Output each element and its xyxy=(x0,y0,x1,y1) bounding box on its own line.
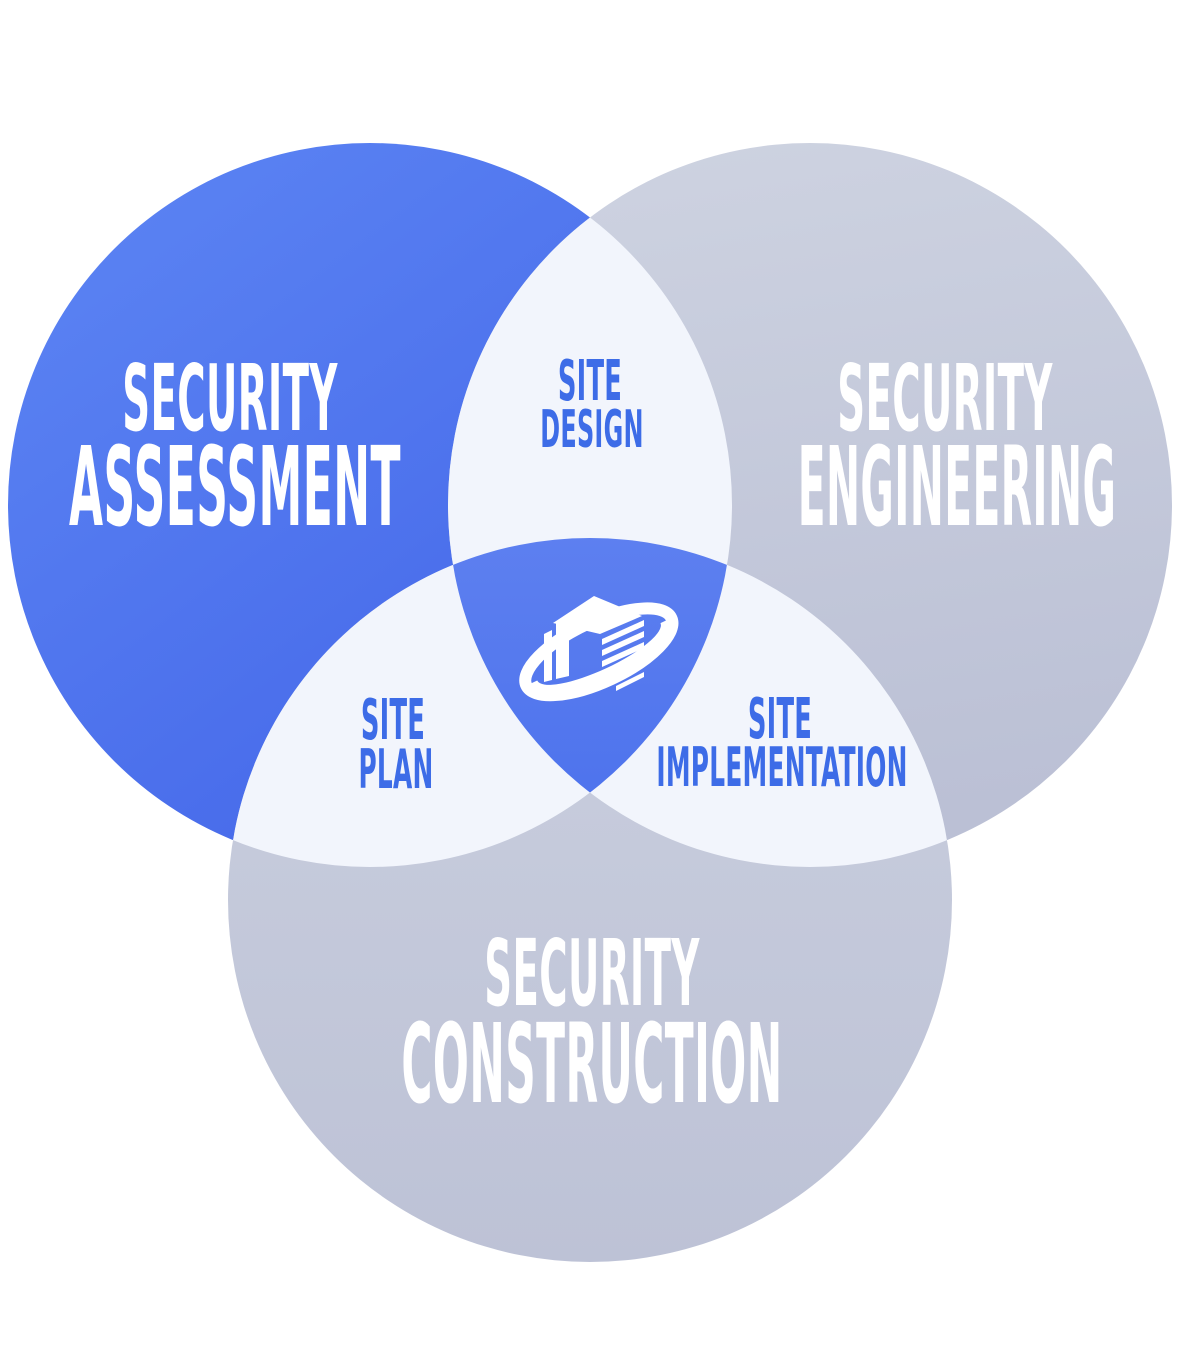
label-site-plan-line1: SITE xyxy=(360,688,426,753)
building-stripe xyxy=(616,672,644,691)
orbit-swoosh-front-icon xyxy=(524,617,675,697)
label-assessment-line2: ASSESSMENT xyxy=(69,423,401,551)
label-engineering-line1: SECURITY xyxy=(837,345,1053,452)
building-stripe xyxy=(602,642,644,667)
label-engineering-line2: ENGINEERING xyxy=(797,423,1117,551)
company-logo xyxy=(519,596,679,702)
label-construction-line1: SECURITY xyxy=(484,920,700,1027)
label-site-implementation-line1: SITE xyxy=(747,687,813,752)
label-site-design-line2: DESIGN xyxy=(540,400,644,460)
label-site-implementation-line2: IMPLEMENTATION xyxy=(656,736,908,799)
label-site-plan-line2: PLAN xyxy=(358,738,434,801)
label-assessment-line1: SECURITY xyxy=(122,345,338,452)
building-stripe xyxy=(602,631,644,656)
building-stripe xyxy=(602,620,644,645)
building-tower xyxy=(556,617,569,679)
label-construction-line2: CONSTRUCTION xyxy=(401,1000,783,1128)
building-tower xyxy=(544,630,552,682)
building-roof xyxy=(553,596,642,634)
label-site-design-line1: SITE xyxy=(557,349,623,414)
